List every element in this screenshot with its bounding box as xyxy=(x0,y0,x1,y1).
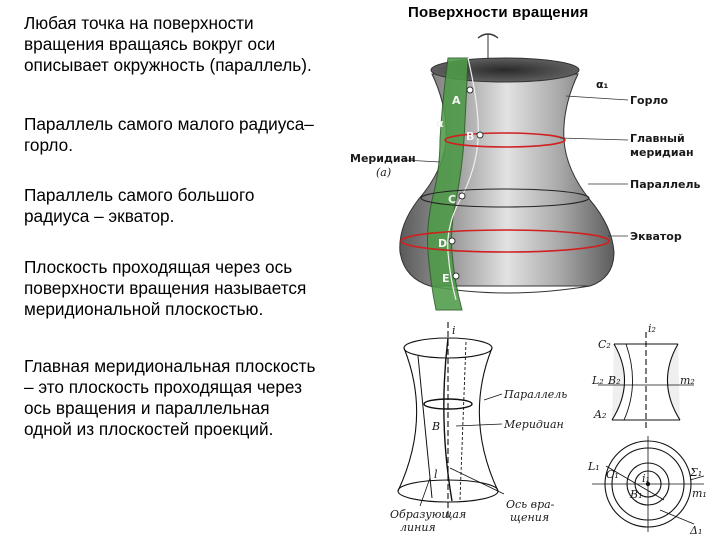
projection-top-view xyxy=(592,436,705,532)
point-c xyxy=(458,192,466,200)
hyperboloid-right-contour xyxy=(478,347,499,492)
label-meridian-left: Меридиан xyxy=(350,152,416,165)
text-paragraph-4: Плоскость проходящая через ось поверхнос… xyxy=(24,257,307,319)
text-paragraph-1: Любая точка на поверхности вращения вращ… xyxy=(24,13,312,75)
label-hyper-generator-1: Образующая xyxy=(390,508,466,521)
label-b: B xyxy=(466,130,474,143)
label-gorlo: Горло xyxy=(630,94,668,107)
projection-front-view xyxy=(598,332,694,428)
slide-title: Поверхности вращения xyxy=(408,4,589,21)
label-hyper-axis-1: Ось вра- xyxy=(506,498,555,511)
vase-figure: A B C D E α α₁ Горло Главный меридиан Па… xyxy=(350,33,701,311)
label-sigma1: Σ₁ xyxy=(689,466,702,479)
label-i2: i₂ xyxy=(648,322,656,335)
point-b xyxy=(476,131,484,139)
hyperboloid-figure xyxy=(397,322,505,520)
label-hyper-b: B xyxy=(431,420,440,433)
label-e: E xyxy=(442,272,450,285)
label-m1: m₁ xyxy=(692,487,707,500)
hyperboloid-generator xyxy=(417,355,433,499)
label-parallel: Параллель xyxy=(630,178,701,191)
label-l2: L₂ xyxy=(591,374,604,387)
text-paragraph-2: Параллель самого малого радиуса– горло. xyxy=(24,114,314,155)
point-a xyxy=(466,86,474,94)
hyperboloid-left-contour xyxy=(397,347,418,492)
label-hyper-l: l xyxy=(434,468,438,481)
main-meridian-curve xyxy=(447,57,479,301)
label-b2: B₂ xyxy=(607,374,621,387)
label-delta1: Δ₁ xyxy=(689,524,702,537)
label-equator: Экватор xyxy=(630,230,682,243)
label-c: C xyxy=(448,193,456,206)
hyperboloid-meridian xyxy=(443,337,453,502)
text-paragraph-3: Параллель самого большого радиуса – эква… xyxy=(24,185,255,226)
label-hyper-i: i xyxy=(452,324,456,337)
label-main-meridian: меридиан xyxy=(630,146,694,159)
throat-parallel xyxy=(444,132,566,148)
meridian-plane xyxy=(427,57,469,311)
label-alpha: α xyxy=(436,117,444,130)
hyperboloid-parallel xyxy=(423,398,473,410)
label-a: A xyxy=(452,94,461,107)
label-glavny: Главный xyxy=(630,132,685,145)
point-d xyxy=(448,237,456,245)
label-m2: m₂ xyxy=(680,374,695,387)
label-b1: B₁ xyxy=(629,488,643,501)
equator-parallel xyxy=(400,229,610,253)
text-paragraph-5: Главная меридиональная плоскость – это п… xyxy=(24,356,316,439)
label-hyper-parallel: Параллель xyxy=(503,388,567,401)
label-d: D xyxy=(438,237,447,250)
label-i1: i₁ xyxy=(642,472,650,485)
parallel-line xyxy=(420,188,590,208)
label-hyper-axis-2: щения xyxy=(510,511,549,524)
label-c1: C₁ xyxy=(606,468,619,481)
label-alpha1: α₁ xyxy=(596,78,609,91)
label-hyper-meridian: Меридиан xyxy=(503,418,564,431)
label-meridian-a: (a) xyxy=(376,166,391,179)
label-a2: A₂ xyxy=(593,408,606,421)
point-e xyxy=(452,272,460,280)
label-hyper-generator-2: линия xyxy=(400,521,436,534)
label-c2: C₂ xyxy=(598,338,611,351)
label-l1: L₁ xyxy=(587,460,600,473)
